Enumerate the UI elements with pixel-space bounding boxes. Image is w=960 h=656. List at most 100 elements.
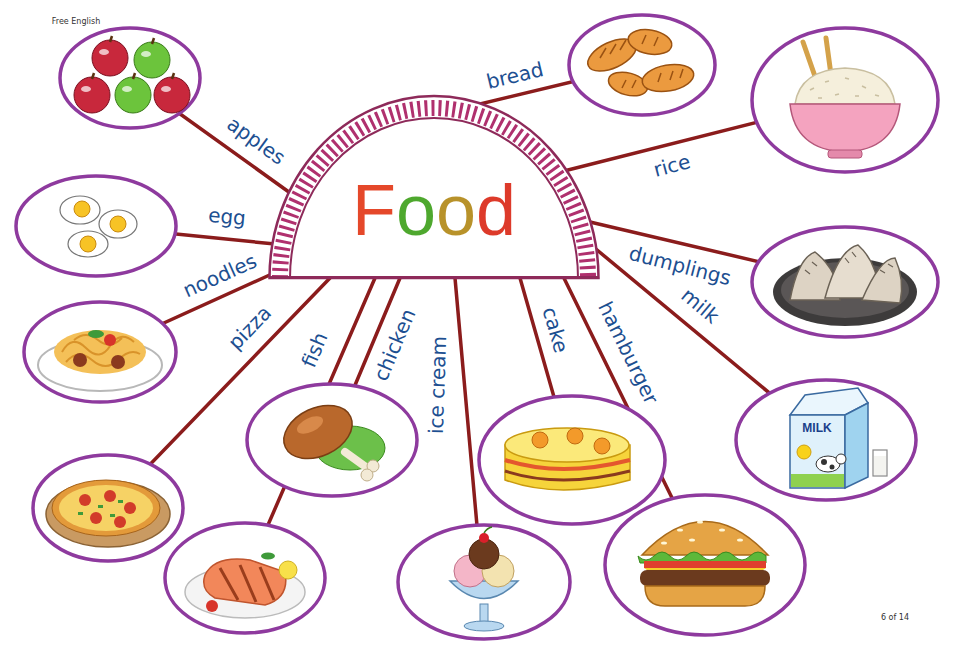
picture-circle — [16, 15, 938, 639]
food-word: hamburger — [592, 295, 664, 410]
pizza-picture — [59, 485, 153, 531]
egg-picture — [74, 201, 90, 217]
pizza-picture — [98, 505, 103, 508]
rice-picture — [810, 78, 879, 98]
cake-picture — [532, 432, 548, 448]
milk-picture — [797, 445, 811, 459]
pizza-picture — [110, 514, 115, 517]
hamburger-picture — [638, 520, 770, 606]
apples-picture — [81, 86, 91, 92]
cake-picture — [505, 471, 630, 480]
pizza-picture — [104, 490, 116, 502]
fish-picture — [220, 565, 274, 602]
milk-picture — [836, 454, 846, 464]
apples-picture — [92, 36, 174, 79]
noodles-picture — [38, 330, 162, 391]
picture-circle — [33, 455, 183, 561]
apples-picture — [161, 86, 171, 92]
picture-circle — [605, 495, 805, 635]
egg-picture — [80, 236, 96, 252]
milk-picture — [845, 403, 868, 488]
bread-picture — [583, 26, 696, 99]
noodles-picture — [104, 334, 116, 346]
ice-cream-picture — [480, 604, 488, 622]
cake-picture — [567, 428, 583, 444]
food-word: noodles — [177, 248, 263, 303]
carton-text: MILK — [802, 421, 831, 435]
chicken-picture — [275, 395, 385, 481]
milk-picture — [821, 459, 827, 465]
hamburger-picture — [697, 520, 703, 523]
rice-picture — [795, 68, 895, 104]
pizza-picture — [78, 500, 123, 517]
picture-circle — [752, 227, 938, 337]
pizza-picture — [114, 516, 126, 528]
fish-picture — [206, 600, 218, 612]
noodles-picture — [111, 355, 125, 369]
hamburger-picture — [645, 586, 765, 606]
egg-picture — [60, 196, 137, 257]
pizza-picture — [46, 481, 170, 547]
hamburger-picture — [640, 570, 770, 586]
noodles-picture — [88, 330, 104, 338]
cake-picture — [594, 438, 610, 454]
milk-picture — [874, 456, 886, 475]
pizza-picture — [52, 480, 160, 536]
pizza-picture — [79, 490, 136, 528]
dome-outline — [270, 96, 599, 278]
dumplings-picture — [862, 258, 902, 303]
pizza-picture — [124, 502, 136, 514]
apples-picture — [74, 36, 190, 113]
bread-picture — [626, 26, 673, 57]
food-word: ice cream — [425, 333, 452, 438]
page-number: 6 of 14 — [881, 613, 909, 623]
apples-picture — [99, 49, 109, 55]
chicken-picture — [345, 452, 370, 470]
hamburger-picture — [689, 538, 695, 541]
picture-circle — [24, 302, 176, 402]
watermark: Free English — [52, 17, 100, 27]
food-word: pizza — [222, 299, 278, 356]
picture-circle — [60, 28, 200, 128]
milk-picture — [873, 450, 887, 476]
pizza-picture — [90, 512, 102, 524]
food-word: milk — [674, 282, 726, 331]
spoke-line — [130, 78, 300, 200]
food-word: fish — [296, 326, 333, 373]
ice-cream-picture — [464, 621, 504, 631]
noodles-picture — [54, 330, 146, 374]
hamburger-picture — [677, 528, 683, 531]
apples-picture — [141, 51, 151, 57]
milk-picture — [790, 415, 845, 488]
apples-picture — [92, 40, 128, 76]
egg-picture — [110, 216, 126, 232]
ice-cream-picture — [479, 533, 489, 543]
hamburger-picture — [661, 541, 667, 544]
apples-picture — [122, 86, 132, 92]
picture-circle — [398, 525, 570, 639]
title-dome: Food — [268, 94, 600, 278]
milk-picture — [830, 465, 835, 470]
picture-circle — [16, 176, 176, 276]
food-word: rice — [648, 149, 696, 182]
milk-picture — [791, 474, 844, 487]
chicken-picture — [294, 413, 325, 438]
crust-edge — [290, 118, 578, 278]
fish-picture — [185, 553, 305, 619]
hamburger-picture — [661, 520, 743, 544]
bread-picture — [600, 35, 683, 88]
hamburger-picture — [737, 538, 743, 541]
rice-picture — [790, 38, 900, 158]
fish-picture — [279, 561, 297, 579]
egg-picture — [60, 196, 100, 224]
chicken-picture — [361, 469, 373, 481]
food-word: apples — [220, 111, 292, 172]
dumplings-picture — [805, 252, 893, 274]
hamburger-picture — [644, 561, 766, 568]
pizza-picture — [79, 494, 91, 506]
apples-picture — [154, 77, 190, 113]
dumplings-picture — [773, 245, 917, 326]
food-word: chicken — [368, 303, 421, 388]
noodles-picture — [62, 335, 140, 366]
